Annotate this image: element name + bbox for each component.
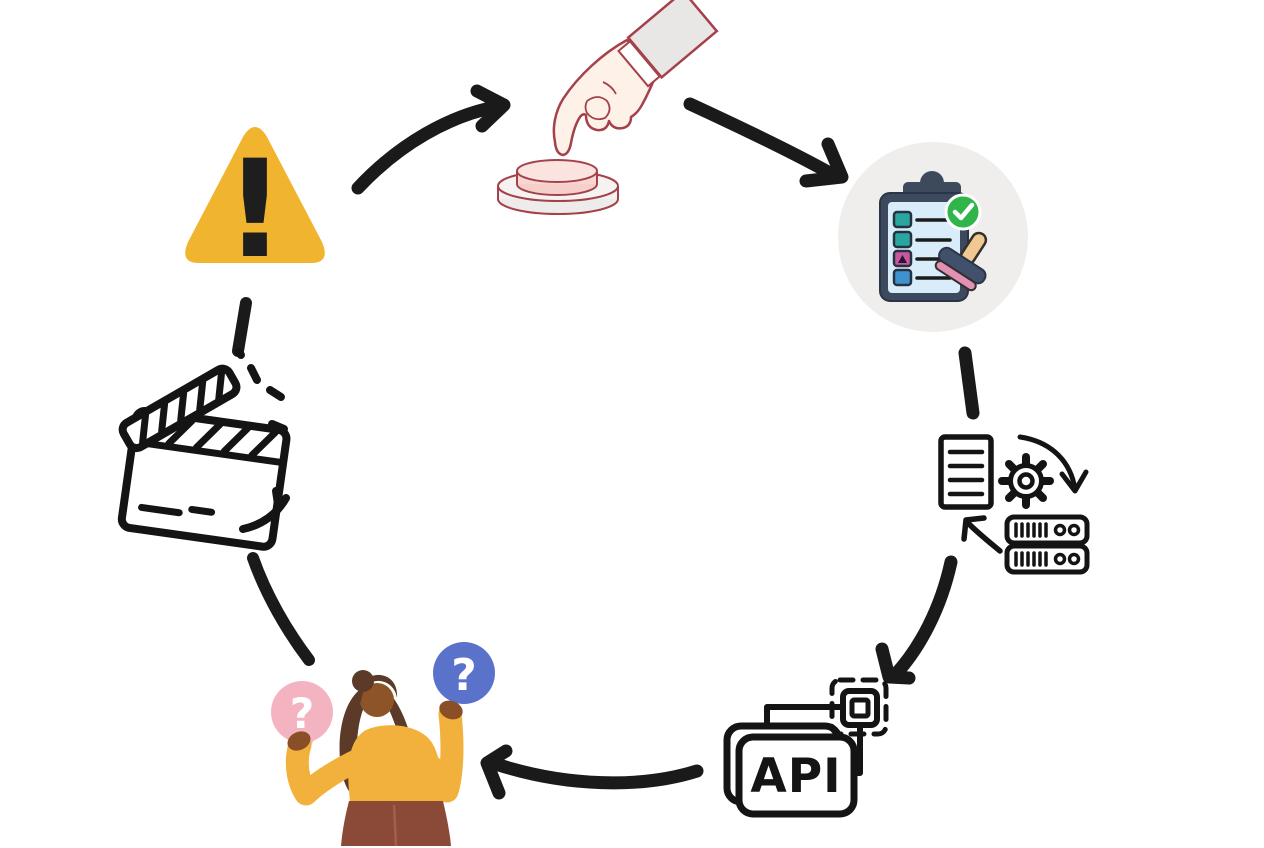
person-questions-icon: ? ? — [271, 642, 495, 847]
checklist-rows — [892, 210, 952, 287]
connector-warning-to-button — [351, 84, 511, 195]
warning-triangle-shape — [185, 127, 325, 263]
document-icon — [938, 434, 994, 510]
warning-triangle-icon: ! — [185, 127, 325, 288]
hand-pressing-button-icon — [497, 0, 719, 215]
api-label: API — [750, 749, 841, 804]
push-button — [516, 159, 598, 196]
api-icon: API — [723, 677, 889, 818]
server-icon — [1004, 514, 1090, 575]
question-mark-blue: ? — [451, 650, 477, 701]
check-badge — [944, 193, 982, 231]
question-bubble-pink: ? — [271, 681, 333, 751]
connector-clapperboard-to-warning — [232, 297, 252, 357]
gear-icon — [998, 453, 1054, 509]
board-shadow-marks — [239, 487, 290, 533]
person-hair-bun — [352, 670, 374, 692]
connector-checklist-to-processing — [958, 346, 980, 420]
person-left-arm — [285, 733, 366, 806]
connector-processing-to-api — [875, 555, 958, 685]
person-left-hand — [287, 731, 311, 751]
chip-inner — [849, 697, 871, 719]
question-bubble-blue: ? — [433, 642, 495, 712]
chip-dashed-frame — [829, 677, 889, 737]
api-card-front — [735, 733, 858, 818]
clapperboard-icon — [117, 348, 291, 551]
person-right-hand — [439, 700, 463, 720]
approval-stamp — [934, 231, 988, 292]
person-torso — [348, 725, 442, 801]
person-head — [360, 683, 394, 717]
connector-button-to-checklist — [683, 97, 849, 188]
pointing-hand — [552, 0, 719, 157]
connector-api-to-questions — [480, 744, 704, 800]
connector-questions-to-clapperboard — [247, 552, 315, 666]
gear-cycle-arrow — [1017, 434, 1089, 494]
warning-exclamation: ! — [224, 131, 286, 288]
server-to-document-arrow — [961, 515, 1003, 554]
checklist-approval-icon — [838, 142, 1028, 332]
person-skirt-seam — [392, 804, 398, 847]
motion-sparks — [235, 348, 288, 433]
document-gear-server-icon — [938, 434, 1090, 575]
api-chip-connector-top — [764, 704, 843, 730]
question-mark-pink: ? — [290, 689, 314, 738]
sleeve-cuff — [626, 0, 719, 80]
